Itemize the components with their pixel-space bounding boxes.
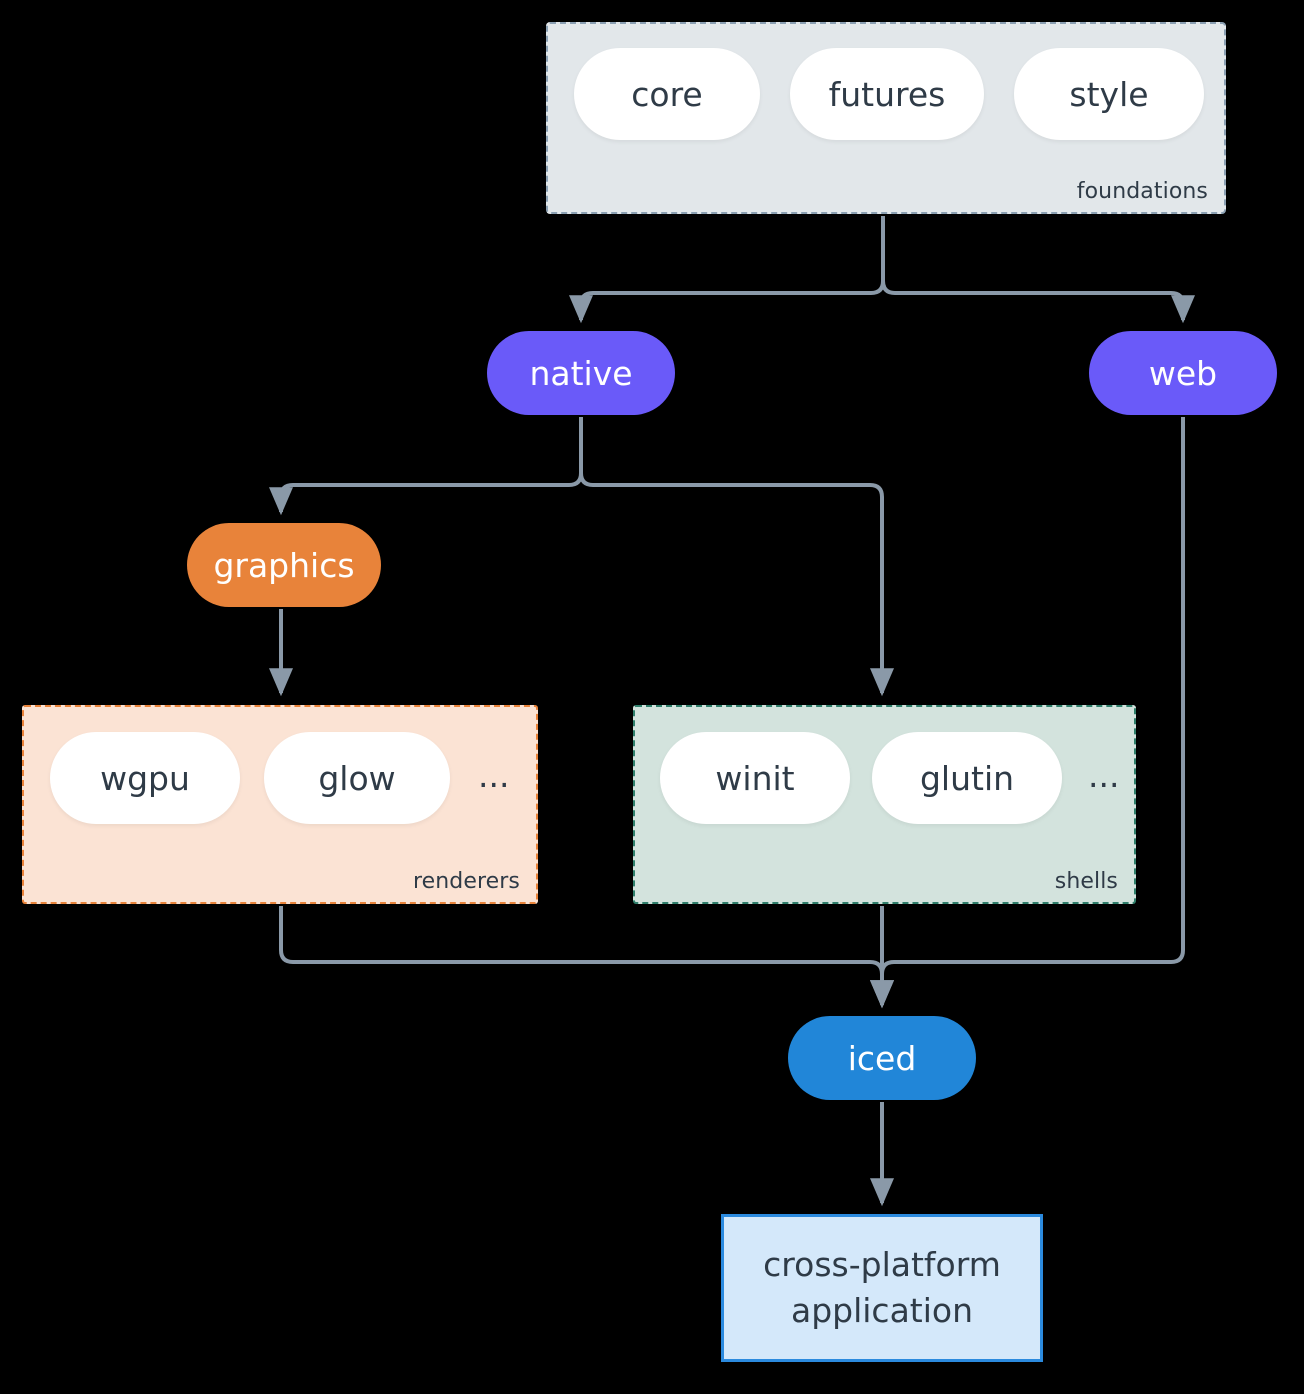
node-iced[interactable]: iced xyxy=(788,1016,976,1100)
edge-native-shells xyxy=(579,417,894,697)
renderers-overflow-ellipsis: ... xyxy=(478,755,510,795)
node-glow[interactable]: glow xyxy=(264,732,450,824)
node-core[interactable]: core xyxy=(574,48,760,140)
app-label-line-1: cross-platform xyxy=(763,1245,1001,1285)
edge-renderers-iced xyxy=(279,906,894,1009)
node-graphics[interactable]: graphics xyxy=(187,523,381,607)
edge-foundations-web xyxy=(881,216,1195,324)
node-glutin[interactable]: glutin xyxy=(872,732,1062,824)
node-cross-platform-application[interactable]: cross-platform application xyxy=(721,1214,1043,1362)
foundations-item-row: core futures style xyxy=(574,48,1204,140)
edge-native-graphics xyxy=(268,417,583,516)
node-native[interactable]: native xyxy=(487,331,675,415)
cluster-label-shells: shells xyxy=(1054,869,1118,894)
edge-foundations-native xyxy=(568,216,885,324)
node-style[interactable]: style xyxy=(1014,48,1204,140)
node-web[interactable]: web xyxy=(1089,331,1277,415)
shells-overflow-ellipsis: ... xyxy=(1088,755,1120,795)
cluster-label-foundations: foundations xyxy=(1076,179,1208,204)
cluster-renderers: wgpu glow ... renderers xyxy=(22,705,538,904)
node-futures[interactable]: futures xyxy=(790,48,984,140)
node-wgpu[interactable]: wgpu xyxy=(50,732,240,824)
app-label-line-2: application xyxy=(790,1291,974,1330)
renderers-item-row: wgpu glow ... xyxy=(50,732,513,824)
shells-item-row: winit glutin ... xyxy=(660,732,1123,824)
cluster-shells: winit glutin ... shells xyxy=(633,705,1136,904)
node-winit[interactable]: winit xyxy=(660,732,850,824)
cluster-label-renderers: renderers xyxy=(412,869,520,894)
cluster-foundations: core futures style foundations xyxy=(546,22,1226,214)
